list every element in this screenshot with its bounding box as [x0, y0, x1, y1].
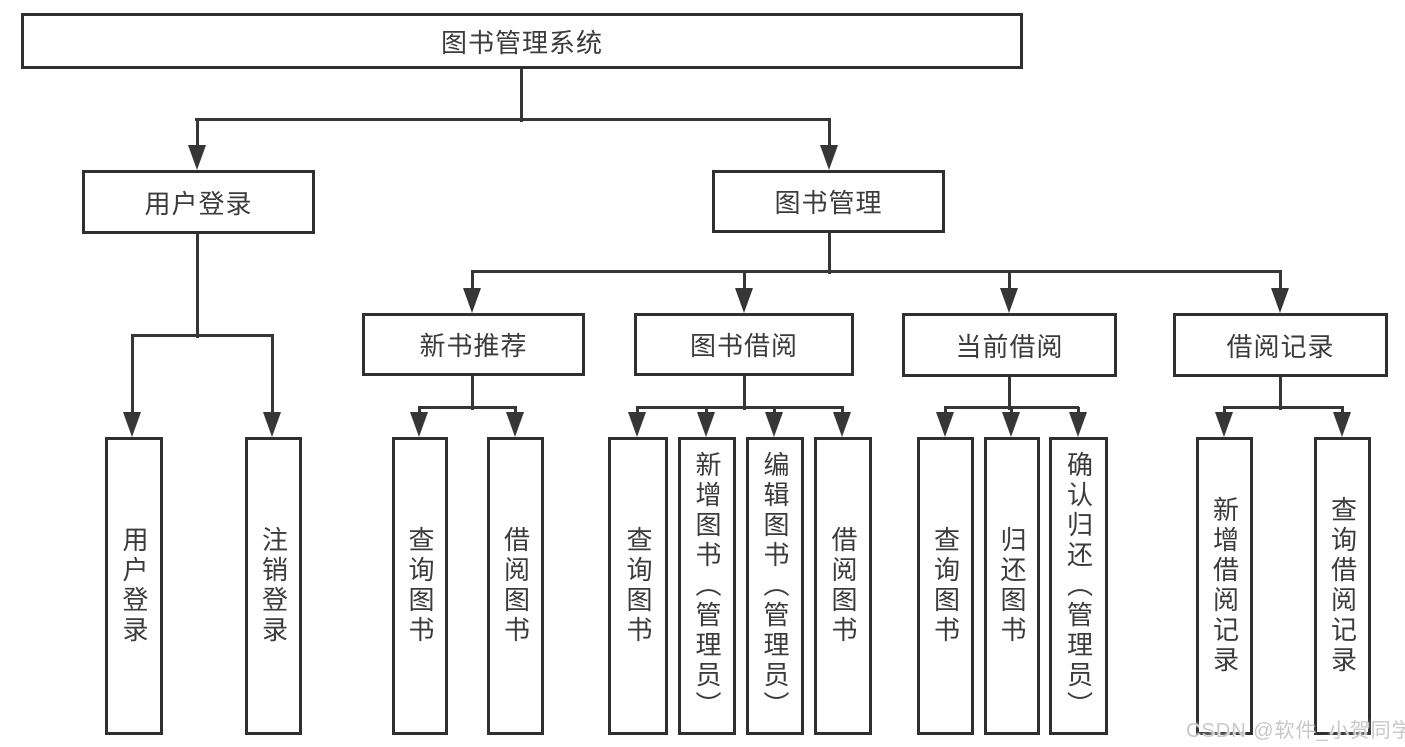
- connector-line: [1223, 407, 1226, 415]
- connector-line: [514, 407, 517, 415]
- node-library-management-system: 图书管理系统: [21, 13, 1023, 69]
- connector-line: [636, 407, 639, 415]
- connector-line: [743, 376, 746, 410]
- node-current-borrow: 当前借阅: [902, 313, 1117, 377]
- node-book-management: 图书管理: [712, 170, 945, 233]
- connector-line: [271, 335, 274, 415]
- connector-line: [471, 376, 474, 410]
- connector-line: [471, 270, 1282, 273]
- connector-line: [743, 271, 746, 291]
- connector-line: [1008, 377, 1011, 410]
- connector-line: [636, 406, 844, 409]
- leaf-confirm-return-admin: 确认归还（管理员）: [1049, 437, 1108, 735]
- arrowhead: [628, 412, 646, 437]
- connector-line: [1279, 377, 1282, 410]
- arrowhead: [263, 412, 281, 437]
- connector-line: [196, 234, 199, 338]
- connector-line: [1077, 407, 1080, 415]
- arrowhead: [1069, 412, 1087, 437]
- connector-line: [705, 407, 708, 415]
- arrowhead: [1333, 412, 1351, 437]
- arrowhead: [1000, 288, 1018, 313]
- connector-line: [196, 119, 199, 148]
- connector-line: [1010, 407, 1013, 415]
- arrowhead: [936, 412, 954, 437]
- arrowhead: [820, 145, 838, 170]
- connector-line: [773, 407, 776, 415]
- connector-line: [195, 118, 831, 121]
- node-book-borrow: 图书借阅: [634, 313, 854, 376]
- connector-line: [471, 271, 474, 291]
- connector-line: [418, 407, 421, 415]
- connector-line: [1341, 407, 1344, 415]
- arrowhead: [735, 288, 753, 313]
- leaf-return-book: 归还图书: [984, 437, 1040, 735]
- connector-line: [1008, 271, 1011, 291]
- leaf-user-login: 用户登录: [105, 437, 163, 735]
- connector-line: [131, 335, 134, 415]
- leaf-edit-book-admin: 编辑图书（管理员）: [746, 437, 804, 735]
- node-borrow-records: 借阅记录: [1173, 313, 1388, 377]
- connector-line: [828, 119, 831, 148]
- arrowhead: [1002, 412, 1020, 437]
- arrowhead: [506, 412, 524, 437]
- leaf-borrow-book: 借阅图书: [814, 437, 872, 735]
- connector-line: [828, 233, 831, 274]
- arrowhead: [1271, 288, 1289, 313]
- leaf-logout: 注销登录: [245, 437, 302, 735]
- connector-line: [944, 407, 947, 415]
- connector-line: [131, 334, 274, 337]
- connector-line: [1279, 271, 1282, 291]
- arrowhead: [1215, 412, 1233, 437]
- leaf-add-book-admin: 新增图书（管理员）: [678, 437, 736, 735]
- leaf-query-book-current: 查询图书: [917, 437, 974, 735]
- arrowhead: [833, 412, 851, 437]
- leaf-add-borrow-record: 新增借阅记录: [1196, 437, 1253, 735]
- connector-line: [1223, 406, 1344, 409]
- arrowhead: [697, 412, 715, 437]
- arrowhead: [410, 412, 428, 437]
- csdn-watermark: CSDN @软件_小贺同学: [1186, 720, 1405, 742]
- leaf-query-borrow-record: 查询借阅记录: [1314, 437, 1371, 735]
- arrowhead: [188, 145, 206, 170]
- connector-line: [520, 69, 523, 122]
- arrowhead: [765, 412, 783, 437]
- leaf-query-book-borrow: 查询图书: [608, 437, 668, 735]
- leaf-query-book-newbook: 查询图书: [392, 437, 448, 735]
- arrowhead: [463, 288, 481, 313]
- connector-line: [418, 406, 517, 409]
- node-new-book-recommend: 新书推荐: [362, 313, 585, 376]
- leaf-borrow-book-newbook: 借阅图书: [487, 437, 544, 735]
- node-user-login: 用户登录: [82, 170, 315, 234]
- arrowhead: [123, 412, 141, 437]
- connector-line: [841, 407, 844, 415]
